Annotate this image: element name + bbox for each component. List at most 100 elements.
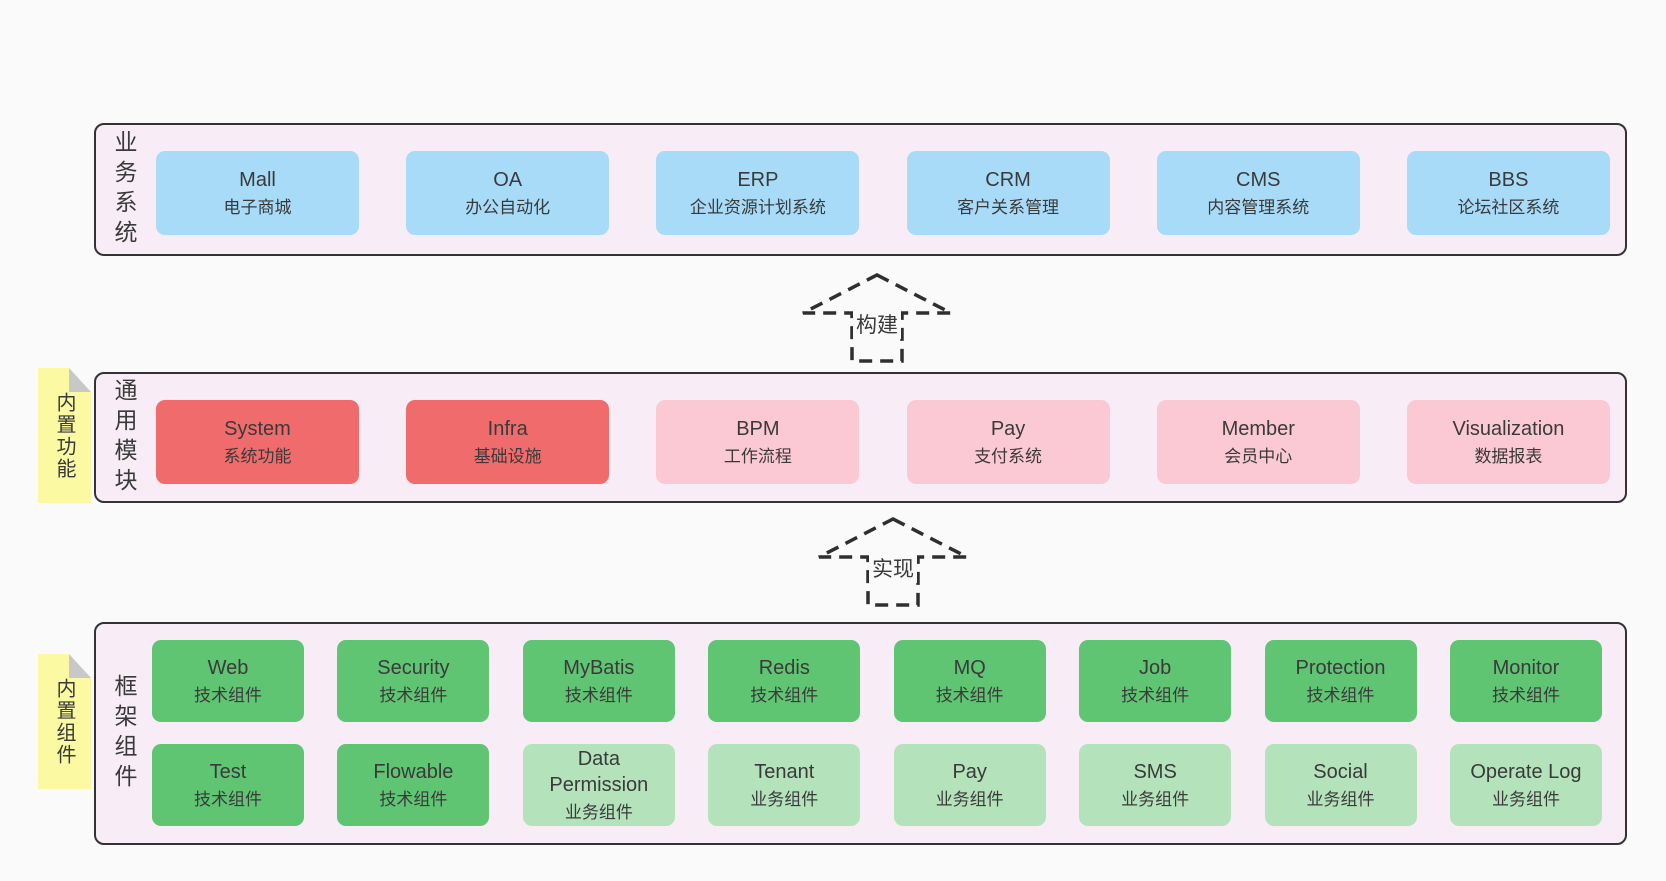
- box-title: Monitor: [1492, 656, 1560, 679]
- box-pay: Pay 支付系统: [906, 400, 1110, 484]
- box-title: Protection: [1295, 656, 1386, 679]
- framework-boxes-row-1: Web 技术组件 Security 技术组件 MyBatis 技术组件 Redi…: [152, 640, 1602, 722]
- box-subtitle: 业务组件: [1306, 789, 1375, 809]
- modules-boxes-row: System 系统功能 Infra 基础设施 BPM 工作流程 Pay 支付系统…: [156, 400, 1610, 484]
- business-boxes-row: Mall 电子商城 OA 办公自动化 ERP 企业资源计划系统 CRM 客户关系…: [156, 151, 1610, 235]
- box-title: System: [224, 417, 291, 440]
- box-subtitle: 业务组件: [935, 789, 1004, 809]
- box-subtitle: 论坛社区系统: [1457, 197, 1560, 217]
- framework-components-band: 框架组件 Web 技术组件 Security 技术组件 MyBatis 技术组件…: [94, 622, 1627, 845]
- box-title: Redis: [758, 656, 810, 679]
- box-title: CMS: [1236, 168, 1281, 191]
- box-title: Web: [207, 656, 249, 679]
- box-title: Test: [209, 760, 247, 783]
- box-system: System 系统功能: [156, 400, 359, 484]
- box-monitor: Monitor 技术组件: [1449, 640, 1602, 722]
- box-pay-component: Pay 业务组件: [893, 744, 1046, 826]
- box-security: Security 技术组件: [337, 640, 490, 722]
- box-subtitle: 内容管理系统: [1207, 197, 1310, 217]
- band-side-label: 通用模块: [111, 377, 137, 498]
- box-web: Web 技术组件: [152, 640, 304, 722]
- arrow-label: 构建: [853, 309, 901, 339]
- box-title: CRM: [985, 168, 1031, 191]
- box-crm: CRM 客户关系管理: [906, 151, 1110, 235]
- folded-corner-icon: [69, 368, 91, 392]
- dashed-up-arrow-icon: [802, 273, 952, 363]
- box-subtitle: 技术组件: [1491, 685, 1560, 705]
- box-subtitle: 技术组件: [564, 685, 633, 705]
- common-modules-band: 通用模块 System 系统功能 Infra 基础设施 BPM 工作流程 Pay…: [94, 372, 1627, 503]
- box-subtitle: 企业资源计划系统: [689, 197, 826, 217]
- box-subtitle: 基础设施: [473, 446, 542, 466]
- box-title: Data Permission: [549, 747, 649, 796]
- box-subtitle: 技术组件: [379, 789, 448, 809]
- box-visualization: Visualization 数据报表: [1406, 400, 1610, 484]
- box-tenant: Tenant 业务组件: [708, 744, 861, 826]
- box-title: BBS: [1488, 168, 1529, 191]
- box-subtitle: 会员中心: [1224, 446, 1293, 466]
- arrow-build: 构建: [800, 272, 954, 364]
- box-subtitle: 支付系统: [974, 446, 1043, 466]
- box-title: BPM: [736, 417, 780, 440]
- box-subtitle: 技术组件: [1121, 685, 1190, 705]
- box-oa: OA 办公自动化: [406, 151, 610, 235]
- box-subtitle: 业务组件: [1121, 789, 1190, 809]
- box-flowable: Flowable 技术组件: [337, 744, 490, 826]
- box-subtitle: 技术组件: [194, 789, 262, 809]
- sticky-note-built-in-components: 内置组件: [38, 654, 91, 789]
- band-side-label: 业务系统: [111, 129, 137, 250]
- box-subtitle: 技术组件: [750, 685, 819, 705]
- box-protection: Protection 技术组件: [1264, 640, 1417, 722]
- box-mq: MQ 技术组件: [893, 640, 1046, 722]
- box-mybatis: MyBatis 技术组件: [522, 640, 675, 722]
- box-title: Operate Log: [1470, 760, 1582, 783]
- box-data-permission: Data Permission 业务组件: [522, 744, 675, 826]
- box-title: Flowable: [373, 760, 454, 783]
- sticky-note-built-in-features: 内置功能: [38, 368, 91, 503]
- box-title: Security: [377, 656, 450, 679]
- business-systems-band: 业务系统 Mall 电子商城 OA 办公自动化 ERP 企业资源计划系统 CRM…: [94, 123, 1627, 256]
- box-title: SMS: [1133, 760, 1177, 783]
- box-sms: SMS 业务组件: [1079, 744, 1232, 826]
- box-title: Infra: [487, 417, 528, 440]
- sticky-label: 内置功能: [53, 391, 75, 480]
- sticky-label: 内置组件: [53, 677, 75, 766]
- box-title: OA: [493, 168, 523, 191]
- arrow-implement: 实现: [816, 516, 970, 608]
- folded-corner-icon: [69, 654, 91, 678]
- box-subtitle: 业务组件: [564, 802, 633, 822]
- box-title: Visualization: [1452, 417, 1565, 440]
- box-operate-log: Operate Log 业务组件: [1449, 744, 1602, 826]
- box-subtitle: 业务组件: [1491, 789, 1560, 809]
- box-bpm: BPM 工作流程: [656, 400, 860, 484]
- box-erp: ERP 企业资源计划系统: [656, 151, 860, 235]
- box-title: Pay: [990, 417, 1026, 440]
- box-subtitle: 技术组件: [379, 685, 448, 705]
- box-job: Job 技术组件: [1079, 640, 1232, 722]
- box-title: Member: [1221, 417, 1295, 440]
- box-title: MyBatis: [563, 656, 635, 679]
- dashed-up-arrow-icon: [818, 517, 968, 607]
- box-title: Pay: [952, 760, 987, 783]
- box-social: Social 业务组件: [1264, 744, 1417, 826]
- box-subtitle: 技术组件: [935, 685, 1004, 705]
- box-cms: CMS 内容管理系统: [1156, 151, 1360, 235]
- box-subtitle: 系统功能: [223, 446, 292, 466]
- box-title: Job: [1138, 656, 1172, 679]
- box-bbs: BBS 论坛社区系统: [1406, 151, 1610, 235]
- band-side-label: 框架组件: [111, 673, 137, 794]
- box-subtitle: 数据报表: [1474, 446, 1543, 466]
- box-mall: Mall 电子商城: [156, 151, 359, 235]
- box-redis: Redis 技术组件: [708, 640, 861, 722]
- box-test: Test 技术组件: [152, 744, 304, 826]
- box-title: Tenant: [754, 760, 815, 783]
- box-subtitle: 客户关系管理: [957, 197, 1060, 217]
- box-title: MQ: [953, 656, 986, 679]
- box-title: Mall: [239, 168, 276, 191]
- box-member: Member 会员中心: [1156, 400, 1360, 484]
- framework-boxes-row-2: Test 技术组件 Flowable 技术组件 Data Permission …: [152, 744, 1602, 826]
- box-subtitle: 技术组件: [1306, 685, 1375, 705]
- box-subtitle: 技术组件: [194, 685, 262, 705]
- box-subtitle: 办公自动化: [465, 197, 551, 217]
- box-title: Social: [1313, 760, 1368, 783]
